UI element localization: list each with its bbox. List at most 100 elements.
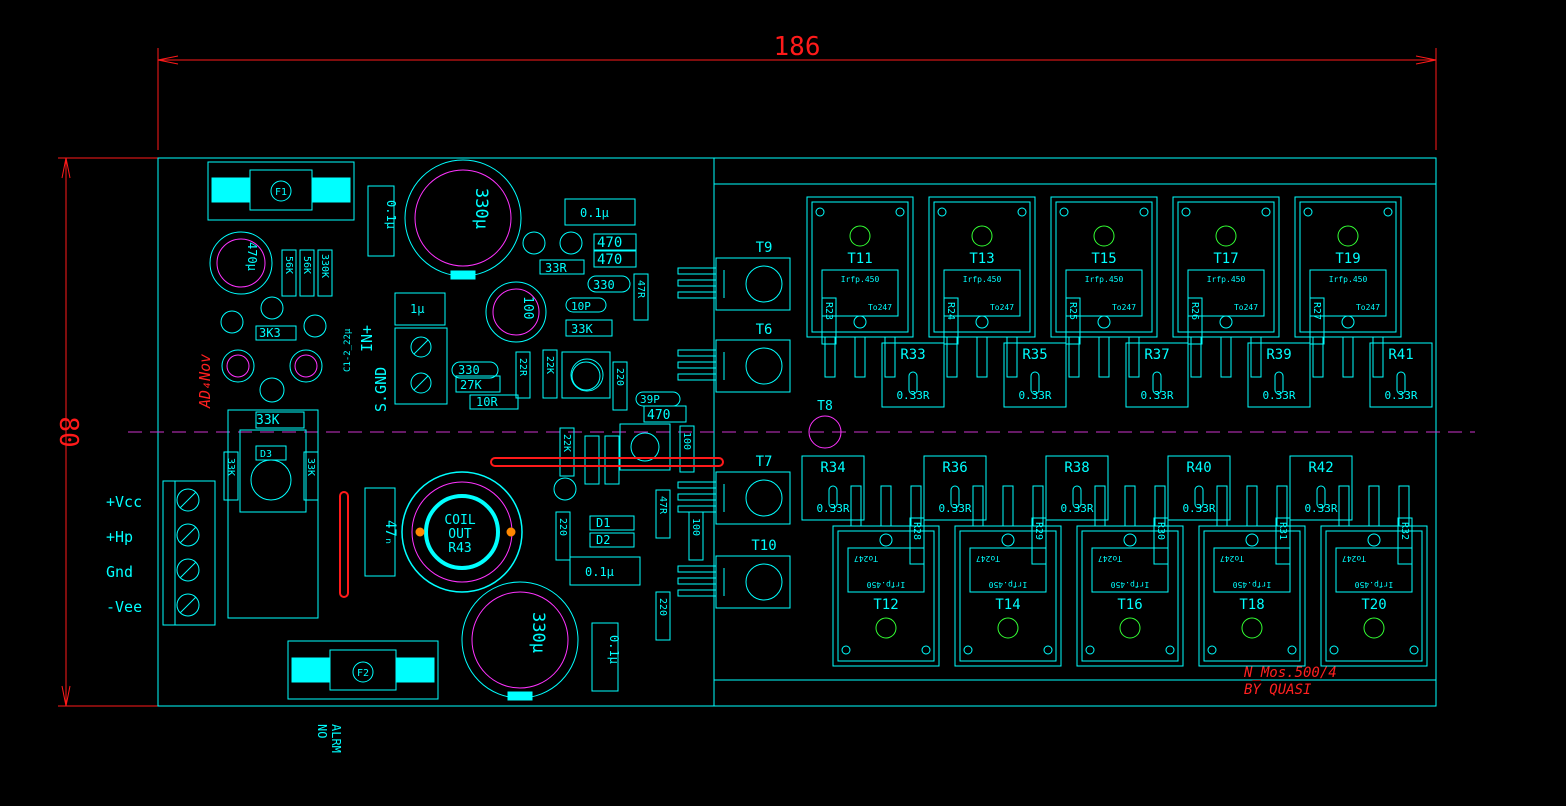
emitter-resistor-value: 0.33R — [1060, 502, 1093, 515]
cap-c1-label: C1-2_22µ — [343, 328, 353, 372]
emitter-resistor-value: 0.33R — [1304, 502, 1337, 515]
mosfet-label: T12 — [873, 597, 898, 613]
wire-links — [339, 457, 724, 598]
emitter-resistor-label: R40 — [1186, 460, 1211, 476]
emitter-resistor-label: R34 — [820, 460, 845, 476]
r-33k-v2: 33K — [305, 458, 316, 476]
in-plus-label: IN+ — [358, 325, 376, 352]
cap-c13 — [461, 581, 579, 701]
r-100: 100 — [690, 518, 701, 536]
author-label: AD₄Nov — [196, 354, 214, 409]
width-dimension-label: 186 — [774, 32, 821, 62]
r-220b: 220 — [557, 518, 568, 536]
r-220a: 220 — [614, 368, 625, 386]
driver-label: T7 — [756, 454, 773, 470]
gate-resistor-label: R23 — [823, 302, 834, 320]
inductor-47-value: 47ₙ — [382, 520, 398, 545]
mosfet-package: To247 — [990, 303, 1014, 312]
r-470a: 470 — [597, 235, 622, 251]
film-cap-1u-value: 1µ — [410, 302, 424, 316]
driver-t9: T9 — [677, 240, 791, 311]
mosfet-label: T15 — [1091, 251, 1116, 267]
emitter-resistor-value: 0.33R — [816, 502, 849, 515]
emitter-resistor-value: 0.33R — [1140, 389, 1173, 402]
r-330k: 330K — [319, 254, 330, 278]
terminal-hp: +Hp — [106, 528, 133, 546]
by-label: BY QUASI — [1244, 682, 1312, 698]
emitter-resistor-value: 0.33R — [1384, 389, 1417, 402]
diode-d2: D2 — [596, 533, 610, 547]
gate-resistor-label: R24 — [945, 302, 956, 320]
r-330b: 330 — [458, 363, 480, 377]
mosfet-label: T20 — [1361, 597, 1386, 613]
mosfet-package: To247 — [1342, 554, 1366, 563]
mosfet-package: To247 — [868, 303, 892, 312]
mosfet-package: To247 — [976, 554, 1000, 563]
power-terminal-block — [162, 480, 216, 626]
input-terminal-block — [394, 327, 448, 405]
height-dimension-label: 80 — [53, 416, 83, 447]
bias-transistor-block — [227, 409, 319, 619]
mosfet-part: Irfp.450 — [1085, 275, 1124, 284]
mosfet-label: T18 — [1239, 597, 1264, 613]
gate-resistor-label: R30 — [1155, 522, 1166, 540]
c-10p: 10P — [571, 300, 591, 313]
cap-c13-value: 330µ — [528, 612, 548, 653]
driver-t10: T10 — [677, 538, 791, 609]
output-mosfets: T11Irfp.450To247R23R330.33RT13Irfp.450To… — [801, 196, 1433, 667]
r-56k-b: 56K — [301, 256, 312, 274]
r-470b: 470 — [597, 252, 622, 268]
film-cap-0-1-c-value: 0.1µ — [585, 565, 614, 579]
r-33k-mid: 33K — [571, 322, 593, 336]
terminal-vcc: +Vcc — [106, 493, 142, 511]
terminal-gnd: Gnd — [106, 563, 133, 581]
r-220c: 220 — [657, 598, 668, 616]
r-47r-a: 47R — [635, 280, 646, 299]
film-cap-0-1-a-value: 0.1µ — [384, 200, 398, 229]
r-10r: 10R — [476, 395, 498, 409]
driver-label: T9 — [756, 240, 773, 256]
emitter-resistor-label: R39 — [1266, 347, 1291, 363]
gate-resistor-label: R32 — [1399, 522, 1410, 540]
c-330: 330 — [593, 278, 615, 292]
terminal-vee: -Vee — [106, 598, 142, 616]
film-cap-0-1-a — [367, 185, 395, 257]
emitter-resistor-label: R38 — [1064, 460, 1089, 476]
mosfet-label: T11 — [847, 251, 872, 267]
r-22r-b: 22R — [517, 358, 528, 377]
driver-t7: T7 — [677, 454, 791, 525]
mosfet-package: To247 — [1356, 303, 1380, 312]
mosfet-label: T19 — [1335, 251, 1360, 267]
film-cap-0-1-b — [564, 198, 636, 226]
cap-c7-value: 100 — [520, 296, 535, 319]
r-470c: 470 — [647, 408, 670, 423]
film-cap-0-1-b-value: 0.1µ — [580, 206, 609, 220]
film-cap-0-1-d — [591, 622, 619, 692]
alarm-label: ALRM — [329, 724, 343, 753]
r-33k-v1: 33K — [225, 458, 236, 476]
mosfet-part: Irfp.450 — [989, 580, 1028, 589]
gate-resistor-label: R29 — [1033, 522, 1044, 540]
coil-label-3: R43 — [448, 541, 471, 556]
width-dimension — [157, 48, 1437, 150]
mosfet-part: Irfp.450 — [841, 275, 880, 284]
emitter-resistor-label: R36 — [942, 460, 967, 476]
emitter-resistor-value: 0.33R — [1182, 502, 1215, 515]
gate-resistor-label: R25 — [1067, 302, 1078, 320]
mosfet-package: To247 — [854, 554, 878, 563]
mosfet-part: Irfp.450 — [1111, 580, 1150, 589]
mosfet-label: T17 — [1213, 251, 1238, 267]
coil-label-2: OUT — [448, 527, 472, 542]
r-47r-b: 47R — [657, 496, 668, 515]
mosfet-package: To247 — [1220, 554, 1244, 563]
mosfet-package: To247 — [1234, 303, 1258, 312]
fuse-f2 — [287, 640, 439, 700]
